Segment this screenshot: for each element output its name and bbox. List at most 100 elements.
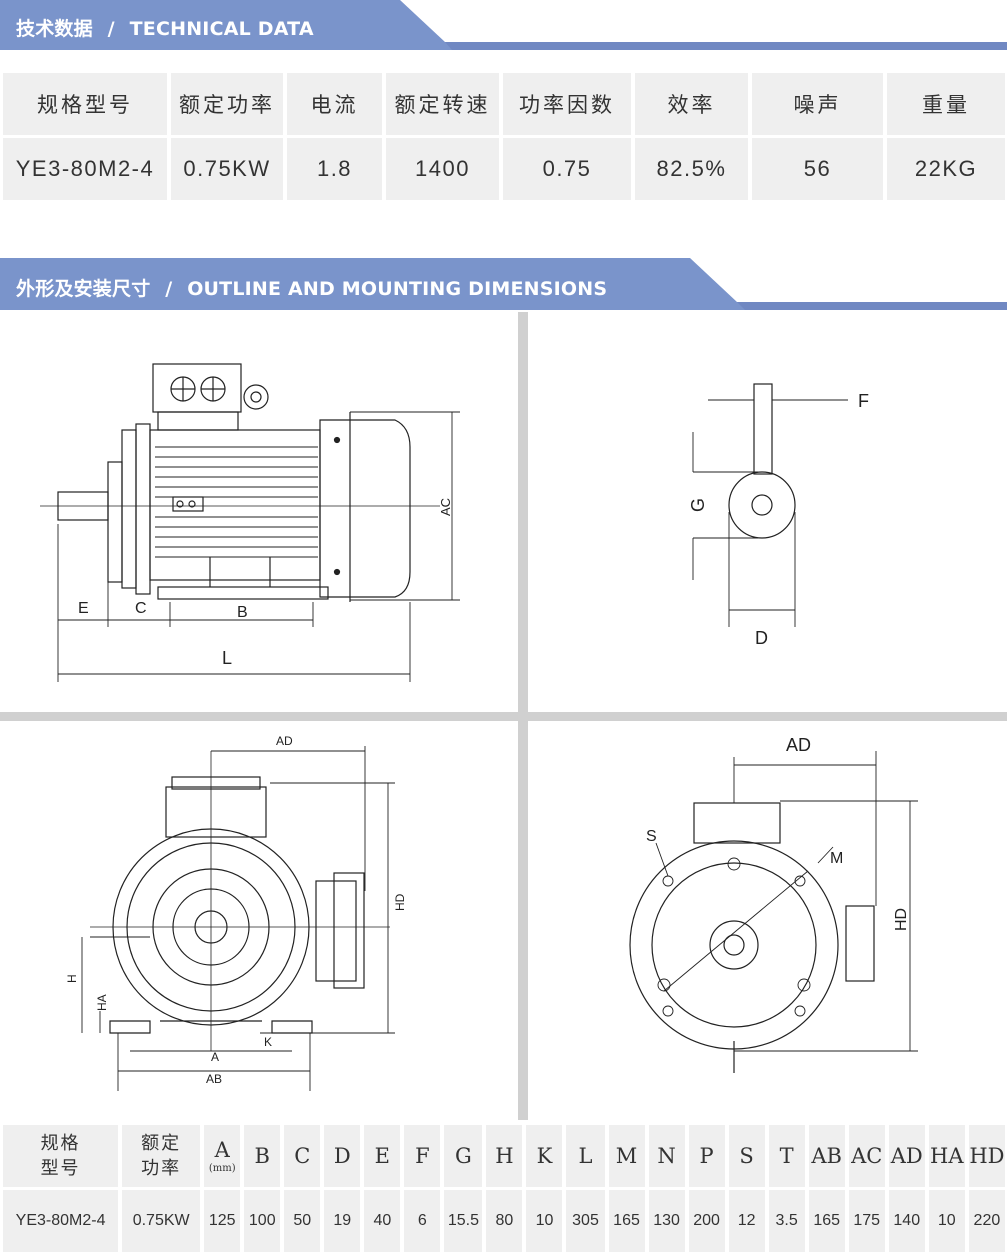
header-power: 额定 功率 — [122, 1125, 201, 1187]
header-cell: HA — [928, 1125, 965, 1187]
header-cell: D — [324, 1125, 361, 1187]
value-cell: 82.5% — [635, 138, 748, 200]
value-cell: 165 — [608, 1190, 645, 1252]
header-cell: AC — [848, 1125, 885, 1187]
header-cell: 重量 — [887, 73, 1005, 135]
value-cell: 56 — [752, 138, 883, 200]
header-cell: 电流 — [287, 73, 382, 135]
value-cell: 100 — [244, 1190, 281, 1252]
label-k: K — [264, 1035, 272, 1049]
technical-data-banner: 技术数据 / TECHNICAL DATA — [0, 0, 1007, 50]
value-cell: 0.75KW — [171, 138, 283, 200]
value-cell: 220 — [968, 1190, 1005, 1252]
value-cell: 10 — [526, 1190, 563, 1252]
shaft-end-drawing: F G D — [528, 312, 1007, 712]
title-en: TECHNICAL DATA — [129, 18, 314, 40]
label-hd: HD — [393, 893, 407, 911]
title-slash: / — [165, 278, 173, 300]
label-g: G — [688, 498, 708, 512]
header-cell: AD — [888, 1125, 925, 1187]
title-en: OUTLINE AND MOUNTING DIMENSIONS — [187, 278, 608, 300]
header-cell: K — [526, 1125, 563, 1187]
title-slash: / — [107, 18, 115, 40]
header-cell: B — [244, 1125, 281, 1187]
value-cell: 10 — [928, 1190, 965, 1252]
value-cell: 0.75KW — [122, 1190, 201, 1252]
value-cell: 125 — [204, 1190, 241, 1252]
header-cell: 效率 — [635, 73, 748, 135]
value-cell: 140 — [888, 1190, 925, 1252]
label-ad: AD — [276, 734, 293, 748]
value-cell: 40 — [364, 1190, 401, 1252]
value-cell: 6 — [404, 1190, 441, 1252]
value-cell: 1.8 — [287, 138, 382, 200]
label-s: S — [646, 828, 657, 845]
header-letter: A — [214, 1138, 230, 1162]
header-cell: H — [486, 1125, 523, 1187]
label-ac: AC — [438, 498, 453, 516]
label-c: C — [135, 600, 147, 617]
value-cell: 22KG — [887, 138, 1005, 200]
table-header-row: 规格型号 额定功率 电流 额定转速 功率因数 效率 噪声 重量 — [3, 73, 1005, 135]
value-cell: 12 — [728, 1190, 765, 1252]
header-model: 规格 型号 — [3, 1125, 119, 1187]
table-row: YE3-80M2-4 0.75KW 125 100 50 19 40 6 15.… — [3, 1190, 1005, 1252]
value-cell: 305 — [566, 1190, 605, 1252]
header-cell: HD — [968, 1125, 1005, 1187]
header-cell: G — [444, 1125, 483, 1187]
value-cell: 0.75 — [503, 138, 631, 200]
value-cell: YE3-80M2-4 — [3, 138, 167, 200]
table-header-row: 规格 型号 额定 功率 A(mm) B C D E F G H K L M N … — [3, 1125, 1005, 1187]
header-cell: M — [608, 1125, 645, 1187]
label-b: B — [237, 604, 248, 621]
label-a: A — [211, 1050, 219, 1064]
side-view-drawing: E C B L AC — [0, 312, 518, 712]
header-cell: AB — [808, 1125, 845, 1187]
label-ab: AB — [206, 1072, 222, 1086]
label-ha: HA — [95, 994, 109, 1011]
label-d: D — [755, 628, 768, 648]
table-row: YE3-80M2-4 0.75KW 1.8 1400 0.75 82.5% 56… — [3, 138, 1005, 200]
header-cell: N — [648, 1125, 685, 1187]
dimension-table: 规格 型号 额定 功率 A(mm) B C D E F G H K L M N … — [0, 1122, 1007, 1255]
value-cell: 175 — [848, 1190, 885, 1252]
header-a: A(mm) — [204, 1125, 241, 1187]
value-cell: 165 — [808, 1190, 845, 1252]
technical-data-table: 规格型号 额定功率 电流 额定转速 功率因数 效率 噪声 重量 YE3-80M2… — [0, 70, 1007, 203]
horizontal-divider — [0, 712, 1007, 721]
value-cell: 50 — [284, 1190, 321, 1252]
header-model-line1: 规格 — [40, 1133, 81, 1154]
header-cell: 额定功率 — [171, 73, 283, 135]
label-hd: HD — [893, 908, 910, 931]
header-cell: P — [688, 1125, 725, 1187]
label-e: E — [78, 600, 89, 617]
value-cell: 19 — [324, 1190, 361, 1252]
header-model-line2: 型号 — [40, 1158, 81, 1179]
title-cn: 技术数据 — [16, 18, 93, 40]
header-cell: 规格型号 — [3, 73, 167, 135]
header-cell: E — [364, 1125, 401, 1187]
outline-dimensions-banner: 外形及安装尺寸 / OUTLINE AND MOUNTING DIMENSION… — [0, 258, 1007, 310]
header-cell: 功率因数 — [503, 73, 631, 135]
label-h: H — [65, 974, 79, 983]
header-cell: S — [728, 1125, 765, 1187]
unit-label: (mm) — [208, 1163, 236, 1174]
value-cell: YE3-80M2-4 — [3, 1190, 119, 1252]
header-cell: 额定转速 — [386, 73, 499, 135]
label-m: M — [830, 850, 843, 867]
header-cell: T — [768, 1125, 805, 1187]
outline-dimensions-title: 外形及安装尺寸 / OUTLINE AND MOUNTING DIMENSION… — [16, 274, 607, 301]
value-cell: 130 — [648, 1190, 685, 1252]
technical-data-title: 技术数据 / TECHNICAL DATA — [16, 14, 314, 41]
header-power-line1: 额定 — [141, 1133, 182, 1154]
header-cell: L — [566, 1125, 605, 1187]
value-cell: 80 — [486, 1190, 523, 1252]
value-cell: 3.5 — [768, 1190, 805, 1252]
header-cell: C — [284, 1125, 321, 1187]
foot-mount-drawing: AD HD H HA A AB K — [0, 721, 518, 1120]
label-ad: AD — [786, 735, 811, 755]
flange-mount-drawing: AD S M HD — [528, 721, 1007, 1120]
label-f: F — [858, 391, 869, 411]
header-cell: 噪声 — [752, 73, 883, 135]
value-cell: 200 — [688, 1190, 725, 1252]
